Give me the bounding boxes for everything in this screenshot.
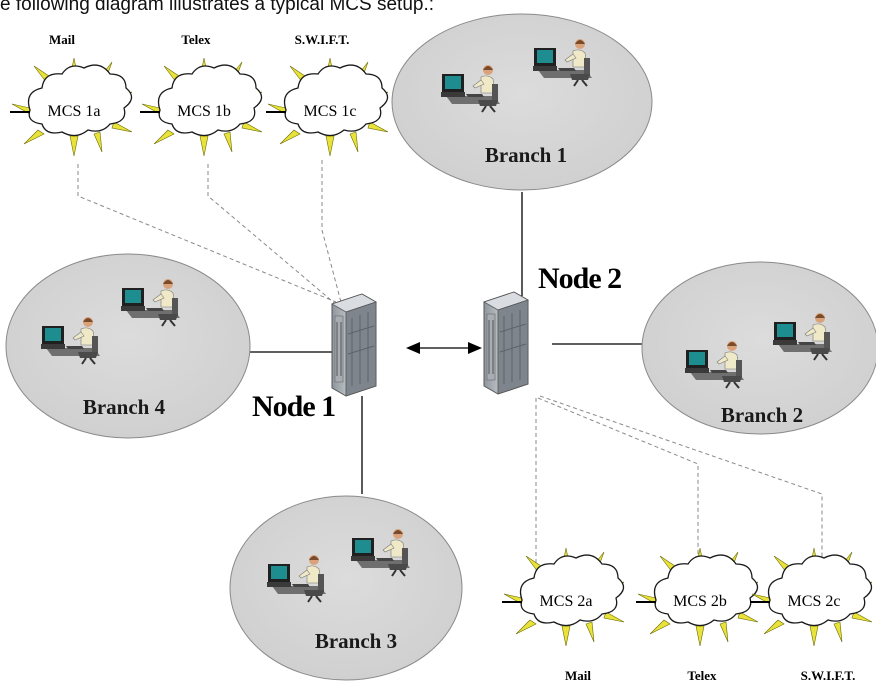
branch-2-label: Branch 2 bbox=[721, 403, 803, 427]
mcs-2c-cloud: MCS 2c S.W.I.F.T. bbox=[749, 547, 873, 683]
branch-1-label: Branch 1 bbox=[485, 143, 567, 167]
mcs-2a-cloud: MCS 2a Mail bbox=[501, 547, 625, 683]
solid-links bbox=[250, 192, 644, 494]
mcs-1a-label: MCS 1a bbox=[48, 103, 101, 120]
mcs-2a-medium: Mail bbox=[565, 668, 591, 683]
mcs-2b-medium: Telex bbox=[687, 668, 717, 683]
mcs-2a-label: MCS 2a bbox=[540, 593, 593, 610]
node-link-arrows bbox=[406, 342, 482, 354]
mcs-1c-label: MCS 1c bbox=[304, 103, 357, 120]
branch-3: Branch 3 bbox=[229, 495, 463, 681]
dashed-link-mcs1a bbox=[77, 164, 337, 303]
dashed-link-mcs1b bbox=[207, 164, 339, 307]
dashed-link-mcs2c bbox=[539, 395, 823, 576]
mcs-1a-cloud: MCS 1a Mail bbox=[9, 32, 133, 157]
mcs-2c-medium: S.W.I.F.T. bbox=[801, 668, 856, 683]
dashed-links bbox=[77, 160, 823, 580]
branch-2: Branch 2 bbox=[641, 261, 876, 435]
mcs-1a-medium: Mail bbox=[49, 32, 75, 47]
intro-text: e following diagram illustrates a typica… bbox=[0, 0, 435, 15]
branch-4-label: Branch 4 bbox=[83, 395, 166, 419]
node-2: Node 2 bbox=[483, 262, 622, 395]
branch-4: Branch 4 bbox=[5, 253, 251, 439]
mcs-1c-medium: S.W.I.F.T. bbox=[295, 32, 350, 47]
dashed-link-mcs2b bbox=[537, 397, 699, 580]
mcs-1b-cloud: MCS 1b Telex bbox=[139, 32, 263, 157]
mcs-2b-label: MCS 2b bbox=[673, 593, 727, 610]
mcs-1b-label: MCS 1b bbox=[177, 103, 231, 120]
branch-3-label: Branch 3 bbox=[315, 629, 397, 653]
mcs-2c-label: MCS 2c bbox=[788, 593, 841, 610]
dashed-link-mcs1c bbox=[321, 160, 343, 307]
branch-1: Branch 1 bbox=[391, 13, 653, 191]
mcs-1b-medium: Telex bbox=[181, 32, 211, 47]
node-1: Node 1 bbox=[252, 293, 377, 423]
mcs-1c-cloud: MCS 1c S.W.I.F.T. bbox=[265, 32, 389, 157]
node-1-label: Node 1 bbox=[252, 390, 335, 423]
node-2-label: Node 2 bbox=[538, 262, 621, 295]
mcs-2b-cloud: MCS 2b Telex bbox=[635, 547, 759, 683]
